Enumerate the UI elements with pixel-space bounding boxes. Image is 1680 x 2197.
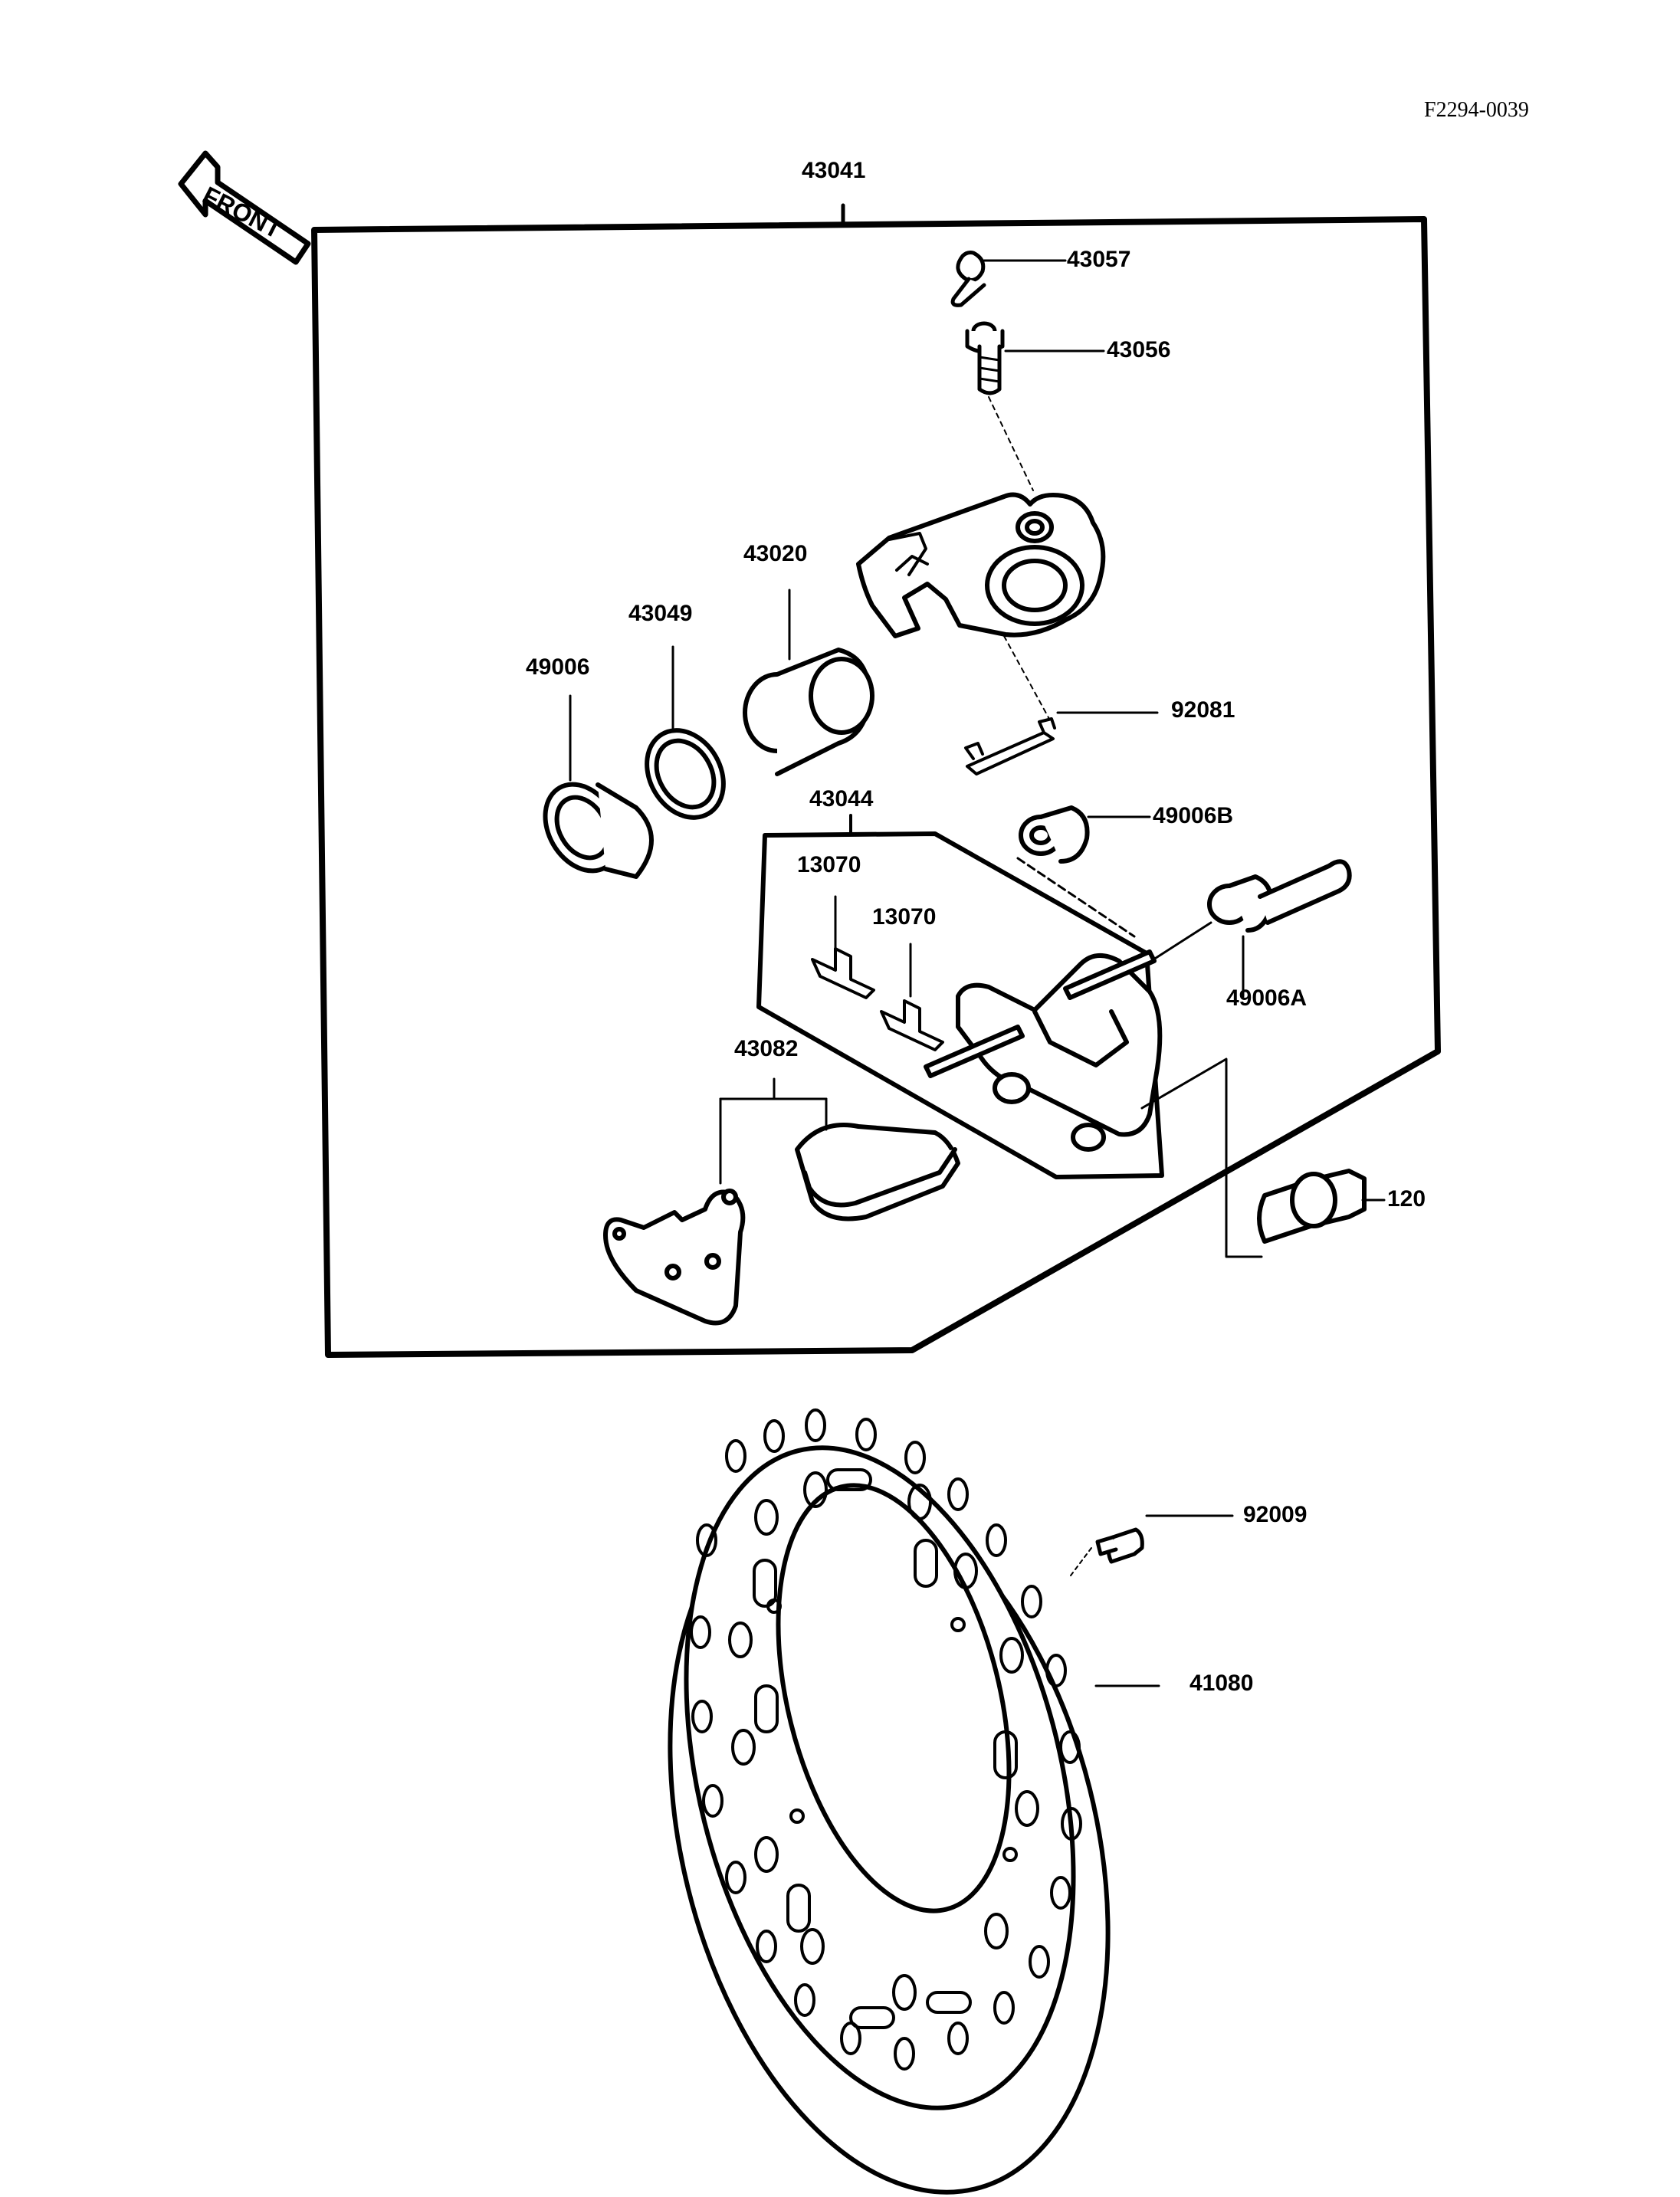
- caliper-bracket: [924, 949, 1163, 1152]
- part-label-49006B: 49006B: [1153, 803, 1234, 828]
- pin-boot-49006A: [1150, 859, 1352, 998]
- brake-pads-43082: [603, 1077, 960, 1326]
- part-label-43057: 43057: [1067, 247, 1131, 272]
- part-label-43049: 43049: [628, 601, 693, 626]
- pad-spring-92081: [964, 711, 1159, 776]
- part-label-13070-b: 13070: [872, 904, 937, 930]
- part-label-43041: 43041: [802, 158, 866, 183]
- piston-seal-43049: [645, 645, 726, 820]
- pad-clip-13070-b: [880, 943, 944, 1051]
- part-label-49006A: 49006A: [1226, 985, 1308, 1011]
- assembly-box-43044: [756, 831, 1164, 1179]
- front-arrow-icon: FRONT: [178, 150, 311, 265]
- bleeder-valve-43056: [965, 321, 1105, 491]
- dust-boot-49006: [543, 694, 654, 879]
- assembly-box-43041: [311, 216, 1441, 1358]
- part-label-13070-a: 13070: [797, 852, 861, 877]
- screw-92009: [1068, 1514, 1234, 1579]
- bolt-120: [1140, 1058, 1386, 1258]
- code-label: F2294-0039: [1424, 98, 1529, 122]
- part-label-43020: 43020: [743, 541, 808, 566]
- brake-disc-41080: [668, 1408, 1160, 2195]
- pin-boot-49006B: [1016, 805, 1151, 938]
- part-label-120: 120: [1387, 1186, 1426, 1212]
- part-label-92081: 92081: [1171, 697, 1235, 723]
- part-label-43082: 43082: [734, 1036, 799, 1061]
- bleeder-cap-43057: [950, 251, 1067, 307]
- pad-clip-13070-a: [811, 895, 875, 999]
- piston-43020: [743, 589, 874, 776]
- part-label-43044: 43044: [809, 786, 874, 812]
- caliper-body: [856, 492, 1106, 721]
- front-label: FRONT: [199, 181, 287, 244]
- part-label-92009: 92009: [1243, 1502, 1308, 1527]
- part-label-41080: 41080: [1189, 1671, 1254, 1696]
- part-label-49006: 49006: [526, 654, 590, 680]
- part-label-43056: 43056: [1107, 337, 1171, 362]
